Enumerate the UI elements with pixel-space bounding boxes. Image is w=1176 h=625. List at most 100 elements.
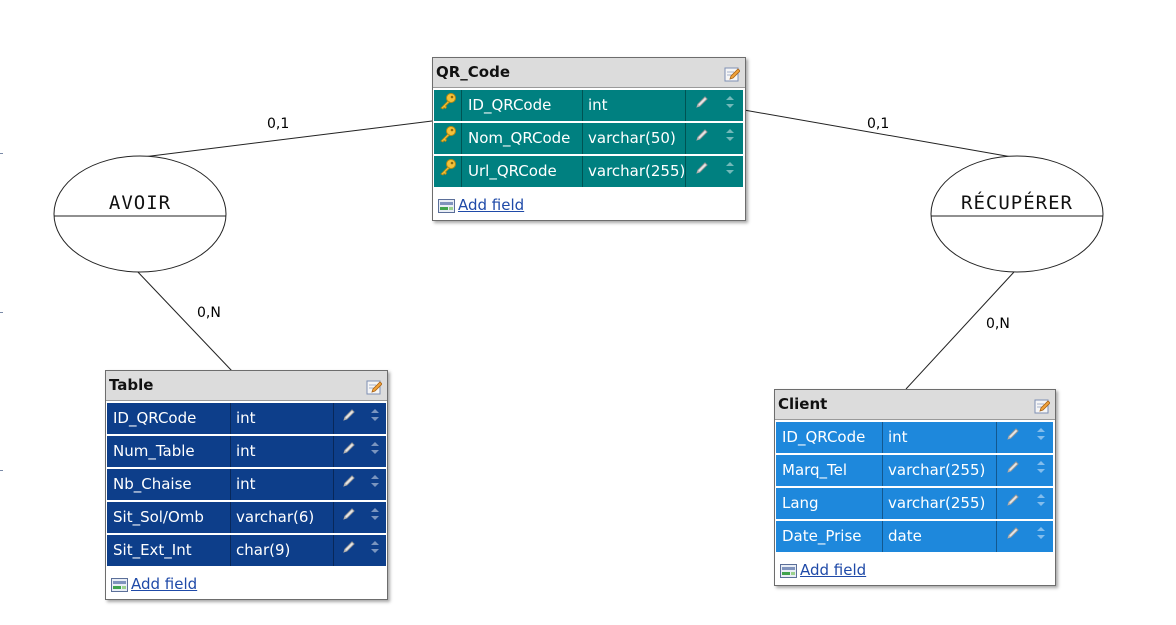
reorder-arrows-icon[interactable] [370,502,380,533]
reorder-arrows-icon[interactable] [1036,455,1046,486]
field-type[interactable]: int [231,403,334,434]
add-field-link[interactable]: Add field [131,574,198,593]
pencil-icon[interactable] [341,502,357,533]
field-type[interactable]: varchar(255) [583,156,686,187]
association-avoir[interactable] [53,155,227,273]
field-actions [997,521,1053,552]
field-type[interactable]: varchar(50) [583,123,686,154]
field-actions [334,469,386,500]
reorder-arrows-icon[interactable] [725,90,735,121]
entity-footer: Add field [775,554,1055,585]
edit-icon[interactable] [724,66,741,82]
key-icon [439,156,457,187]
entity-header: Client [775,390,1055,420]
cardinality-avoir-table: 0,N [197,305,221,321]
reorder-arrows-icon[interactable] [1036,488,1046,519]
field-type[interactable]: int [231,469,334,500]
field-actions [997,455,1053,486]
entity-title: Table [109,376,154,394]
field-name[interactable]: ID_QRCode [462,90,583,121]
pencil-icon[interactable] [341,403,357,434]
entity-header: QR_Code [433,58,745,88]
cardinality-qrcode-avoir: 0,1 [267,116,290,132]
field-actions [686,123,743,154]
field-name[interactable]: Sit_Sol/Omb [107,502,231,533]
field-name[interactable]: Lang [776,488,883,519]
reorder-arrows-icon[interactable] [1036,422,1046,453]
field-name[interactable]: Num_Table [107,436,231,467]
field-type[interactable]: date [883,521,997,552]
cardinality-recuperer-client: 0,N [986,316,1010,332]
add-field-icon[interactable] [111,577,128,592]
key-cell [434,123,462,154]
key-cell [434,90,462,121]
edit-icon[interactable] [1034,398,1051,414]
field-name[interactable]: Nom_QRCode [462,123,583,154]
pencil-icon[interactable] [694,90,710,121]
add-field-icon[interactable] [780,563,797,578]
field-name[interactable]: ID_QRCode [776,422,883,453]
field-name[interactable]: ID_QRCode [107,403,231,434]
association-recuperer[interactable] [930,155,1104,273]
field-name[interactable]: Url_QRCode [462,156,583,187]
reorder-arrows-icon[interactable] [370,436,380,467]
field-actions [686,156,743,187]
reorder-arrows-icon[interactable] [370,469,380,500]
add-field-link[interactable]: Add field [800,560,867,579]
pencil-icon[interactable] [341,535,357,566]
field-type[interactable]: varchar(255) [883,488,997,519]
reorder-arrows-icon[interactable] [725,123,735,154]
edge-mark [0,153,3,154]
field-actions [334,535,386,566]
add-field-icon[interactable] [438,198,455,213]
pencil-icon[interactable] [694,156,710,187]
entity-title: QR_Code [436,63,511,81]
reorder-arrows-icon[interactable] [725,156,735,187]
pencil-icon[interactable] [1005,455,1021,486]
field-name[interactable]: Marq_Tel [776,455,883,486]
field-type[interactable]: int [583,90,686,121]
field-type[interactable]: char(9) [231,535,334,566]
reorder-arrows-icon[interactable] [1036,521,1046,552]
field-name[interactable]: Nb_Chaise [107,469,231,500]
reorder-arrows-icon[interactable] [370,535,380,566]
reorder-arrows-icon[interactable] [370,403,380,434]
field-name[interactable]: Sit_Ext_Int [107,535,231,566]
pencil-icon[interactable] [341,469,357,500]
pencil-icon[interactable] [1005,422,1021,453]
field-type[interactable]: int [231,436,334,467]
pencil-icon[interactable] [694,123,710,154]
field-type[interactable]: varchar(6) [231,502,334,533]
edge-mark [0,312,3,313]
link-avoir-table [135,269,233,372]
field-name[interactable]: Date_Prise [776,521,883,552]
field-actions [997,422,1053,453]
pencil-icon[interactable] [1005,488,1021,519]
field-type[interactable]: int [883,422,997,453]
pencil-icon[interactable] [1005,521,1021,552]
pencil-icon[interactable] [341,436,357,467]
field-actions [334,502,386,533]
add-field-link[interactable]: Add field [458,195,525,214]
field-actions [334,403,386,434]
field-type[interactable]: varchar(255) [883,455,997,486]
edit-icon[interactable] [366,379,383,395]
